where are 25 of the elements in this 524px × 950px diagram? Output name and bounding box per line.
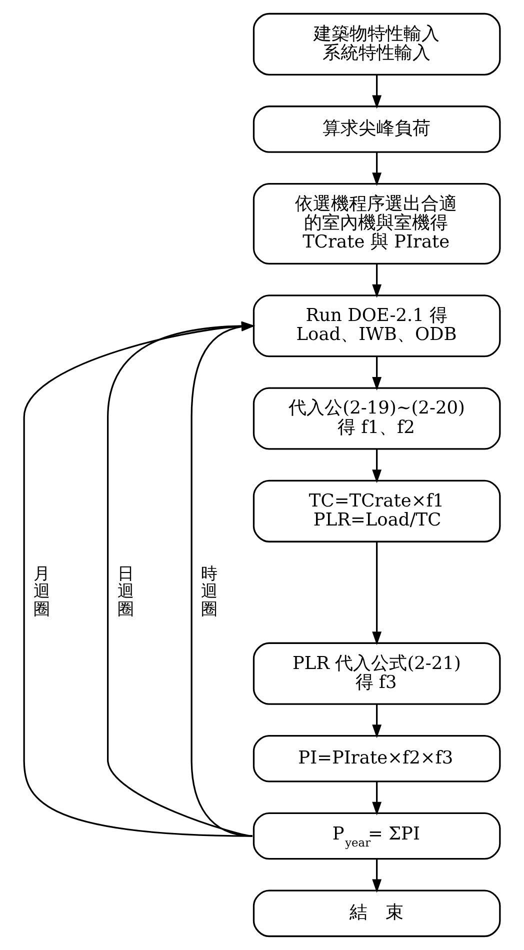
edge-label: 日迴圈: [117, 564, 134, 618]
arrow: [372, 152, 382, 186]
arrow: [372, 858, 382, 893]
arrow: [372, 704, 382, 738]
node-box: 代入公(2-19)~(2-20) 得 f1、f2: [252, 387, 501, 450]
edge-label: 時迴圈: [201, 564, 218, 618]
node-box: 建築物特性輸入 系統特性輸入: [252, 12, 501, 76]
arrow: [372, 74, 382, 109]
arrow: [190, 322, 255, 837]
arrow: [372, 449, 382, 484]
arrow: [372, 356, 382, 390]
arrow: [107, 321, 255, 837]
node-box: PI=PIrate×f2×f3: [252, 734, 501, 782]
node-box: 結 束: [252, 890, 501, 938]
edge-label: 月迴圈: [34, 564, 50, 618]
node-box: TC=TCrate×f1 PLR=Load/TC: [252, 480, 501, 542]
node-box: Run DOE-2.1 得 Load、IWB、ODB: [252, 294, 501, 358]
node-box: 依選機程序選出合適的室內機與室機得 TCrate 與 PIrate: [252, 182, 501, 265]
node-box: P$_{year}$= ΣPI: [252, 812, 501, 860]
arrow: [23, 322, 255, 837]
node-box: PLR 代入公式(2-21) 得 f3: [252, 642, 501, 705]
arrow: [372, 542, 382, 646]
arrow: [372, 782, 382, 816]
arrow: [372, 264, 382, 298]
node-box: 算求尖峰負荷: [252, 106, 501, 153]
